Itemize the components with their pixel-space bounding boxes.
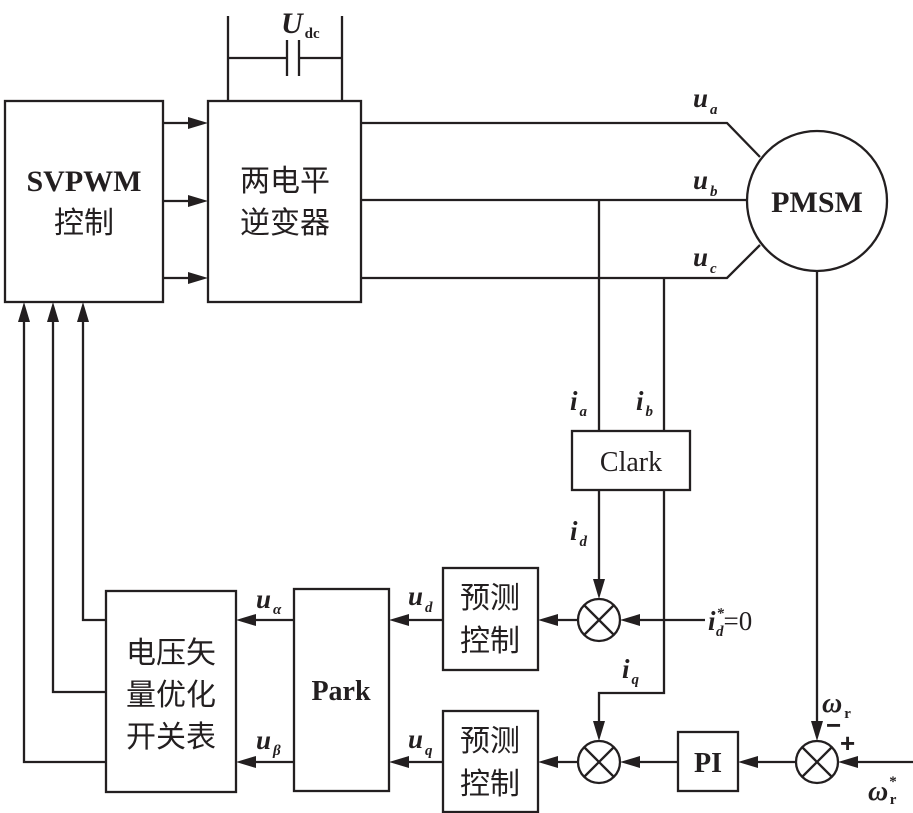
inverter-label-line1: 两电平 <box>240 164 330 199</box>
park-box <box>292 587 391 793</box>
id-ref-label: i*d=0 <box>708 606 752 640</box>
switch-table-line1: 电压矢 <box>126 636 216 671</box>
arrowhead <box>620 756 640 768</box>
clark-box <box>570 429 692 492</box>
inverter-block: 两电平 逆变器 <box>206 99 363 304</box>
pi-label: PI <box>694 748 722 779</box>
arrowhead <box>538 756 558 768</box>
svpwm-label-line2: 控制 <box>54 206 114 241</box>
predictive-control-q-line2: 控制 <box>460 767 520 802</box>
predictive-control-q-line1: 预测 <box>460 724 520 759</box>
gate-signal-arrows <box>163 117 208 284</box>
phase-c-line <box>361 244 761 280</box>
iq-line <box>597 490 666 724</box>
clark-label: Clark <box>600 447 662 478</box>
sum-junction-d: i*d=0 <box>538 597 752 643</box>
arrowhead <box>593 721 605 741</box>
arrowhead <box>811 721 823 741</box>
switch-table-block: 电压矢 量优化 开关表 <box>104 589 238 794</box>
park-label: Park <box>311 676 371 707</box>
inverter-label-line2: 逆变器 <box>240 206 330 241</box>
phase-a-line <box>361 121 761 158</box>
omega-r-ref-label: ω*r <box>868 774 897 808</box>
clark-block: Clark <box>570 429 692 492</box>
arrowhead <box>389 756 409 768</box>
arrowhead <box>188 117 208 129</box>
svpwm-box <box>3 99 165 304</box>
arrowhead <box>236 756 256 768</box>
switch-signal-feedback <box>18 302 106 764</box>
svpwm-label-line1: SVPWM <box>27 165 142 198</box>
arrowhead <box>738 756 758 768</box>
arrowhead <box>620 614 640 626</box>
arrowhead <box>389 614 409 626</box>
motor-label: PMSM <box>771 186 863 219</box>
plus-sign: + <box>840 728 855 758</box>
arrowhead <box>838 756 858 768</box>
arrowhead <box>538 614 558 626</box>
arrowhead <box>236 614 256 626</box>
feedback-line-1 <box>81 318 106 622</box>
predictive-control-d-line1: 预测 <box>460 581 520 616</box>
feedback-line-3 <box>22 318 106 764</box>
predictive-control-d-box <box>441 566 540 672</box>
arrowhead <box>18 302 30 322</box>
arrowhead <box>593 579 605 599</box>
predictive-control-d-line2: 控制 <box>460 624 520 659</box>
sum-cross <box>583 746 615 778</box>
sum-junction-q <box>538 739 678 785</box>
predictive-control-q-box <box>441 709 540 813</box>
inverter-box <box>206 99 363 304</box>
sum-cross <box>801 746 833 778</box>
pi-box <box>676 730 740 793</box>
arrowhead <box>188 195 208 207</box>
feedback-line-2 <box>51 318 106 694</box>
svpwm-block: SVPWM 控制 <box>3 99 165 304</box>
sum-cross <box>583 604 615 636</box>
pi-block: PI <box>676 730 740 793</box>
minus-sign: − <box>826 710 841 740</box>
switch-table-line2: 量优化 <box>126 678 216 713</box>
pmsm-motor: PMSM <box>745 129 889 273</box>
switch-table-box <box>104 589 238 794</box>
arrowhead <box>188 272 208 284</box>
switch-table-line3: 开关表 <box>126 720 216 755</box>
arrowhead <box>77 302 89 322</box>
arrowhead <box>47 302 59 322</box>
